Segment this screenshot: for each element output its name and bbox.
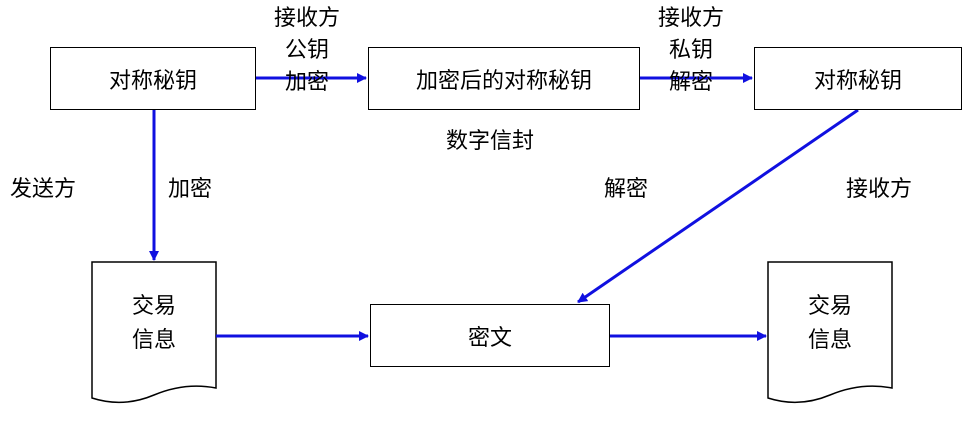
trade-info-left-line-1: 交易 (131, 294, 176, 319)
trade-info-right-line-2: 信息 (807, 328, 852, 353)
receiver-label: 接收方 (846, 177, 913, 202)
trade-info-left-shape (91, 261, 217, 404)
encrypted-symmetric-key-box: 加密后的对称秘钥 (368, 47, 640, 110)
edge-label-private-key-decrypt-line-3: 解密 (668, 70, 713, 95)
edge-label-decrypt: 解密 (604, 177, 649, 202)
trade-info-right-shape (767, 261, 893, 404)
edge-label-public-key-encrypt-line-3: 加密 (284, 70, 329, 95)
digital-envelope-label: 数字信封 (446, 129, 535, 154)
arrow-key-to-ciphertext (577, 108, 859, 304)
edge-label-public-key-encrypt-line-1: 接收方 (273, 6, 340, 31)
trade-info-left-line-2: 信息 (131, 328, 176, 353)
symmetric-key-box-left: 对称秘钥 (50, 47, 256, 110)
trade-info-left: 交易 信息 (92, 290, 216, 358)
edge-label-private-key-decrypt: 接收方 私钥 解密 (636, 3, 746, 99)
edge-label-private-key-decrypt-line-2: 私钥 (668, 38, 713, 63)
edge-label-public-key-encrypt-line-2: 公钥 (284, 38, 329, 63)
edge-label-encrypt: 加密 (168, 177, 213, 202)
trade-info-right-line-1: 交易 (807, 294, 852, 319)
edge-label-public-key-encrypt: 接收方 公钥 加密 (252, 3, 362, 99)
symmetric-key-box-right: 对称秘钥 (754, 47, 962, 110)
edge-label-private-key-decrypt-line-1: 接收方 (657, 6, 724, 31)
trade-info-right: 交易 信息 (768, 290, 892, 358)
sender-label: 发送方 (10, 177, 77, 202)
ciphertext-box: 密文 (370, 304, 610, 367)
